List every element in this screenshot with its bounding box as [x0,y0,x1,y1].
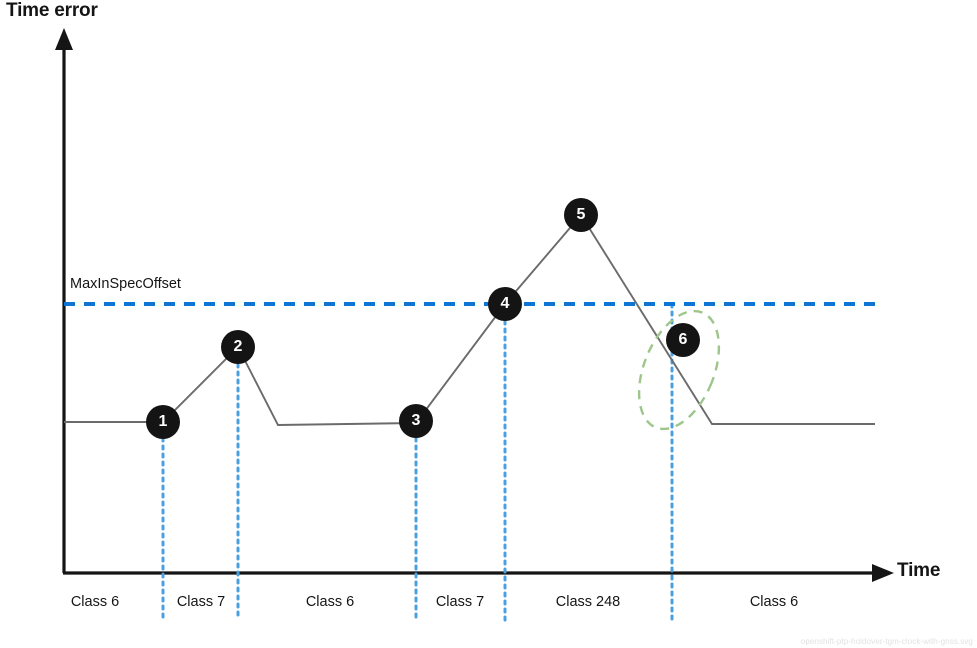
y-axis [55,28,73,573]
watermark-filename: openshift-ptp-holdover-tgm-clock-with-gn… [800,637,973,646]
marker-6-label: 6 [678,331,688,348]
y-axis-title: Time error [6,0,98,21]
marker-4[interactable]: 4 [488,287,522,321]
holdover-highlight-ellipse [637,309,721,431]
class-label-3: Class 7 [435,594,485,610]
marker-2-label: 2 [233,338,243,355]
class-label-2: Class 6 [305,594,355,610]
x-axis [63,564,894,582]
class-label-0: Class 6 [70,594,120,610]
class-divider-lines [161,302,674,622]
marker-3[interactable]: 3 [399,404,433,438]
x-axis-title: Time [897,560,941,581]
marker-5[interactable]: 5 [564,198,598,232]
marker-1-label: 1 [158,413,168,430]
time-error-trace [64,213,875,426]
marker-1[interactable]: 1 [146,405,180,439]
class-label-4: Class 248 [555,594,621,610]
marker-5-label: 5 [576,206,586,223]
class-label-5: Class 6 [749,594,799,610]
marker-4-label: 4 [500,295,510,312]
maxinspecoffset-label: MaxInSpecOffset [70,276,181,292]
marker-3-label: 3 [411,412,421,429]
marker-6[interactable]: 6 [666,323,700,357]
class-label-1: Class 7 [176,594,226,610]
marker-2[interactable]: 2 [221,330,255,364]
